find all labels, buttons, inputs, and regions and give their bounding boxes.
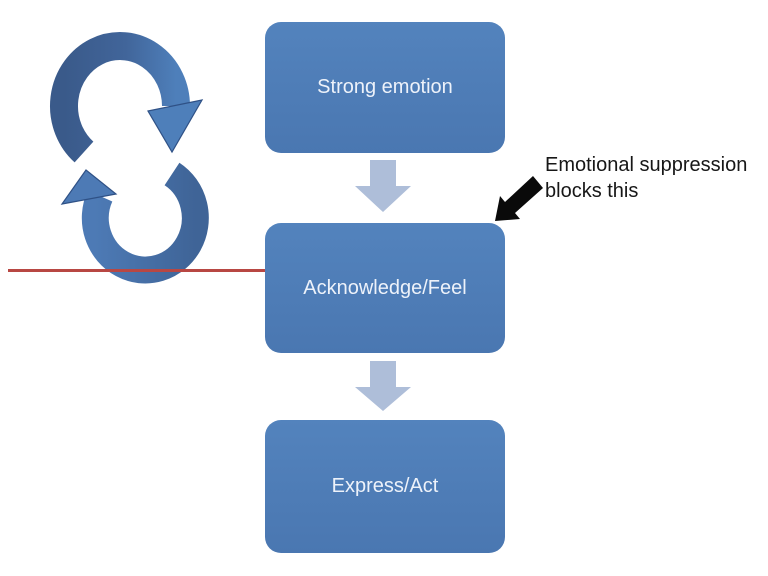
down-arrow-connector-2 — [355, 361, 411, 411]
loop-arrow-top-head — [147, 99, 204, 154]
loop-arrow-top — [50, 32, 190, 163]
node-acknowledge-feel: Acknowledge/Feel — [265, 223, 505, 353]
cycle-arrows-icon — [50, 32, 209, 284]
down-arrow-connector-1 — [355, 160, 411, 212]
loop-arrow-bottom-head — [60, 169, 118, 205]
suppression-arrow-icon — [495, 176, 543, 221]
loop-arrow-bottom — [81, 162, 209, 284]
node-strong-emotion: Strong emotion — [265, 22, 505, 153]
node-express-act: Express/Act — [265, 420, 505, 553]
node-label: Strong emotion — [317, 76, 453, 98]
node-label: Acknowledge/Feel — [303, 276, 467, 299]
annotation-text: Emotional suppression blocks this — [545, 154, 748, 202]
red-baseline — [8, 269, 266, 272]
node-label: Express/Act — [331, 475, 439, 497]
